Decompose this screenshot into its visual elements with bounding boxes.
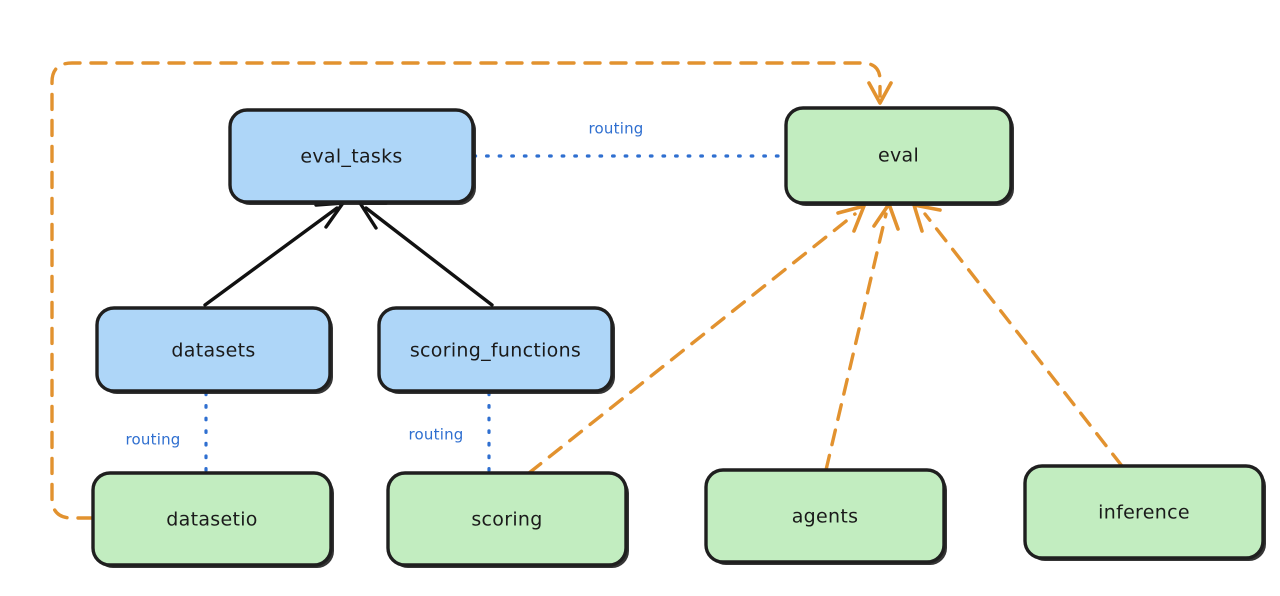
node-scoring_functions[interactable]: scoring_functions (377, 306, 615, 394)
node-inference[interactable]: inference (1023, 464, 1266, 561)
node-shape (1023, 464, 1265, 560)
edge-path (923, 212, 1124, 468)
node-datasets[interactable]: datasets (95, 306, 333, 394)
edge-path (364, 206, 494, 307)
node-shape (386, 471, 628, 567)
edge-layer (50, 61, 1124, 520)
node-label: scoring_functions (410, 340, 581, 362)
edge-path (824, 212, 888, 472)
edge-path (50, 61, 882, 520)
arrowhead (836, 204, 866, 233)
node-agents[interactable]: agents (704, 468, 947, 565)
node-shape (91, 471, 333, 567)
node-shape (377, 306, 614, 393)
node-label: eval (878, 145, 919, 167)
edge-label-routing-datasetio: routing (126, 431, 181, 449)
node-eval_tasks[interactable]: eval_tasks (228, 108, 476, 205)
edge-agents-eval (824, 202, 900, 472)
node-label: scoring (471, 509, 542, 531)
edge-label-routing-eval: routing (589, 120, 644, 138)
node-layer: eval_tasks eval datasets scoring_functio… (91, 106, 1266, 568)
node-label: datasetio (166, 509, 257, 531)
edge-path (203, 206, 339, 307)
node-shape (784, 106, 1013, 205)
node-label: datasets (171, 340, 255, 362)
node-shape (704, 468, 946, 564)
edge-datasetio-eval (50, 61, 893, 520)
node-scoring[interactable]: scoring (386, 471, 629, 568)
edge-path (527, 212, 857, 475)
node-eval[interactable]: eval (784, 106, 1014, 206)
edge-datasets-eval_tasks (203, 201, 345, 307)
edge-label-layer: routing routing routing (126, 120, 644, 449)
node-shape (95, 306, 332, 393)
edge-label-routing-scoring: routing (409, 426, 464, 444)
edge-inference-eval (912, 203, 1124, 468)
node-shape (228, 108, 475, 204)
node-datasetio[interactable]: datasetio (91, 471, 334, 568)
arrowhead (867, 81, 893, 105)
node-label: eval_tasks (300, 146, 402, 168)
node-label: inference (1098, 502, 1190, 524)
node-label: agents (792, 506, 859, 528)
edge-scoring_functions-eval_tasks (358, 201, 494, 307)
